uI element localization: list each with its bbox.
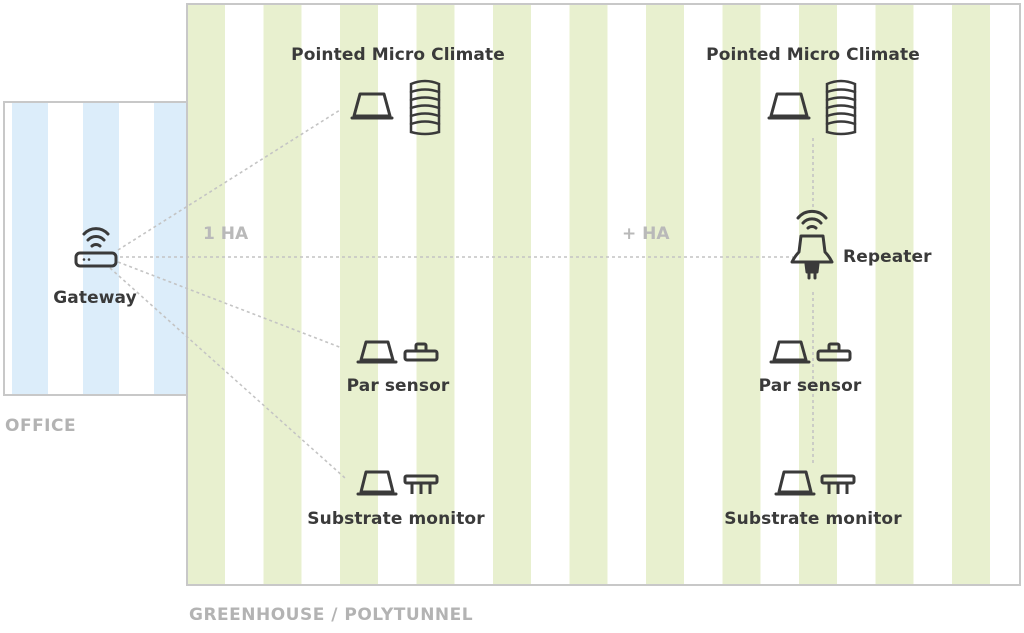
greenhouse-stripe [187,4,225,585]
office-stripes [12,102,187,395]
greenhouse-stripes [187,4,990,585]
greenhouse-stripe [722,4,761,585]
office-area [3,101,188,396]
substrate-probe-icon [774,470,856,496]
greenhouse-stripe [493,4,531,585]
micro-climate-icon [350,92,394,120]
greenhouse-stripe [646,4,684,585]
radiation-shield-icon [409,79,441,136]
router-icon [74,227,118,268]
substrate-probe-icon [356,470,439,496]
office-stripe [12,102,48,395]
greenhouse-area-label: GREENHOUSE / POLYTUNNEL [189,605,474,625]
office-area-label: OFFICE [5,416,77,436]
greenhouse-stripe [340,4,378,585]
repeater-label: Repeater [843,247,932,267]
greenhouse-stripe [799,4,837,585]
link-gateway-par-sensor [117,261,343,349]
greenhouse-stripe [569,4,608,585]
par-sensor-right-label: Par sensor [758,376,862,396]
repeater-icon [790,209,834,280]
network-links [109,109,814,479]
par-sensor-icon [769,340,852,364]
greenhouse-stripe [875,4,914,585]
office-stripe [154,102,187,395]
micro-climate-right-label: Pointed Micro Climate [706,45,920,65]
link-gateway-substrate [109,267,346,479]
gateway-label: Gateway [53,288,137,308]
substrate-monitor-left-label: Substrate monitor [307,509,485,529]
par-sensor-left-label: Par sensor [346,376,450,396]
greenhouse-stripe [416,4,455,585]
zone-right-label: + HA [622,224,670,244]
link-gateway-micro-climate [117,109,341,251]
greenhouse-stripe [952,4,990,585]
greenhouse-area [186,3,1021,586]
radiation-shield-icon [825,79,857,136]
office-stripe [83,102,119,395]
micro-climate-icon [767,92,811,120]
par-sensor-icon [356,340,439,364]
micro-climate-left-label: Pointed Micro Climate [291,45,505,65]
substrate-monitor-right-label: Substrate monitor [724,509,902,529]
zone-left-label: 1 HA [203,224,249,244]
greenhouse-stripe [263,4,302,585]
